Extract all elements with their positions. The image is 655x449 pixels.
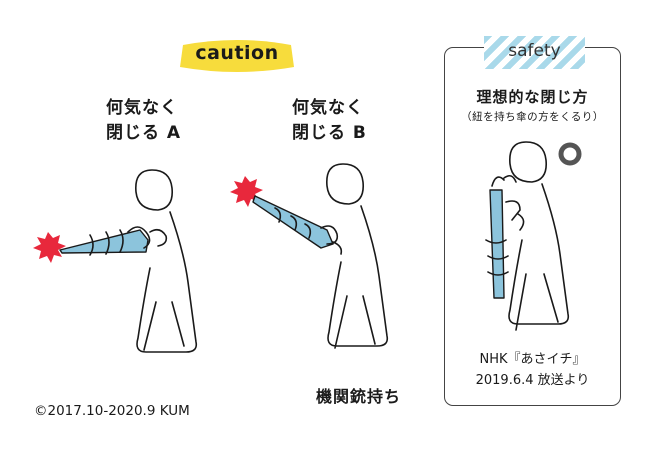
- copyright-notice: ©2017.10-2020.9 KUM: [34, 403, 190, 419]
- source-program: NHK『あさイチ』: [479, 352, 586, 367]
- scene-a-line2: 閉じる A: [106, 123, 182, 143]
- source-broadcast-date: 2019.6.4 放送より: [475, 373, 590, 388]
- safety-tag: safety: [508, 41, 561, 61]
- person-safe-body: [508, 141, 570, 331]
- scene-b-line2: 閉じる B: [292, 123, 367, 143]
- caution-badge: [180, 40, 294, 72]
- danger-burst-icon: [33, 232, 66, 263]
- figure-safe-illustration: [485, 141, 582, 331]
- safety-tape: [484, 36, 585, 69]
- figure-a-illustration: [33, 169, 198, 353]
- machine-gun-hold-label: 機関銃持ち: [316, 387, 402, 406]
- figure-b-illustration: [230, 163, 389, 349]
- scene-a-label: 何気なく 閉じる A: [106, 96, 181, 146]
- arm-safe: [505, 200, 525, 231]
- umbrella-a: [59, 229, 149, 254]
- ideal-method-subtitle: （紐を持ち傘の方をくるり）: [461, 111, 604, 123]
- umbrella-b: [252, 195, 334, 249]
- person-b-body: [326, 163, 389, 349]
- person-a-body: [135, 169, 198, 353]
- ok-circle-icon: [558, 142, 582, 166]
- scene-b-label: 何気なく 閉じる B: [292, 96, 367, 146]
- caution-badge-shape: [180, 40, 294, 72]
- caution-label: caution: [195, 42, 279, 64]
- arm-a: [127, 226, 168, 249]
- scene-b-line1: 何気なく: [292, 98, 364, 118]
- arm-b: [320, 225, 343, 255]
- umbrella-safe: [489, 189, 505, 299]
- scene-a-line1: 何気なく: [106, 98, 178, 118]
- ideal-method-title: 理想的な閉じ方: [476, 88, 589, 106]
